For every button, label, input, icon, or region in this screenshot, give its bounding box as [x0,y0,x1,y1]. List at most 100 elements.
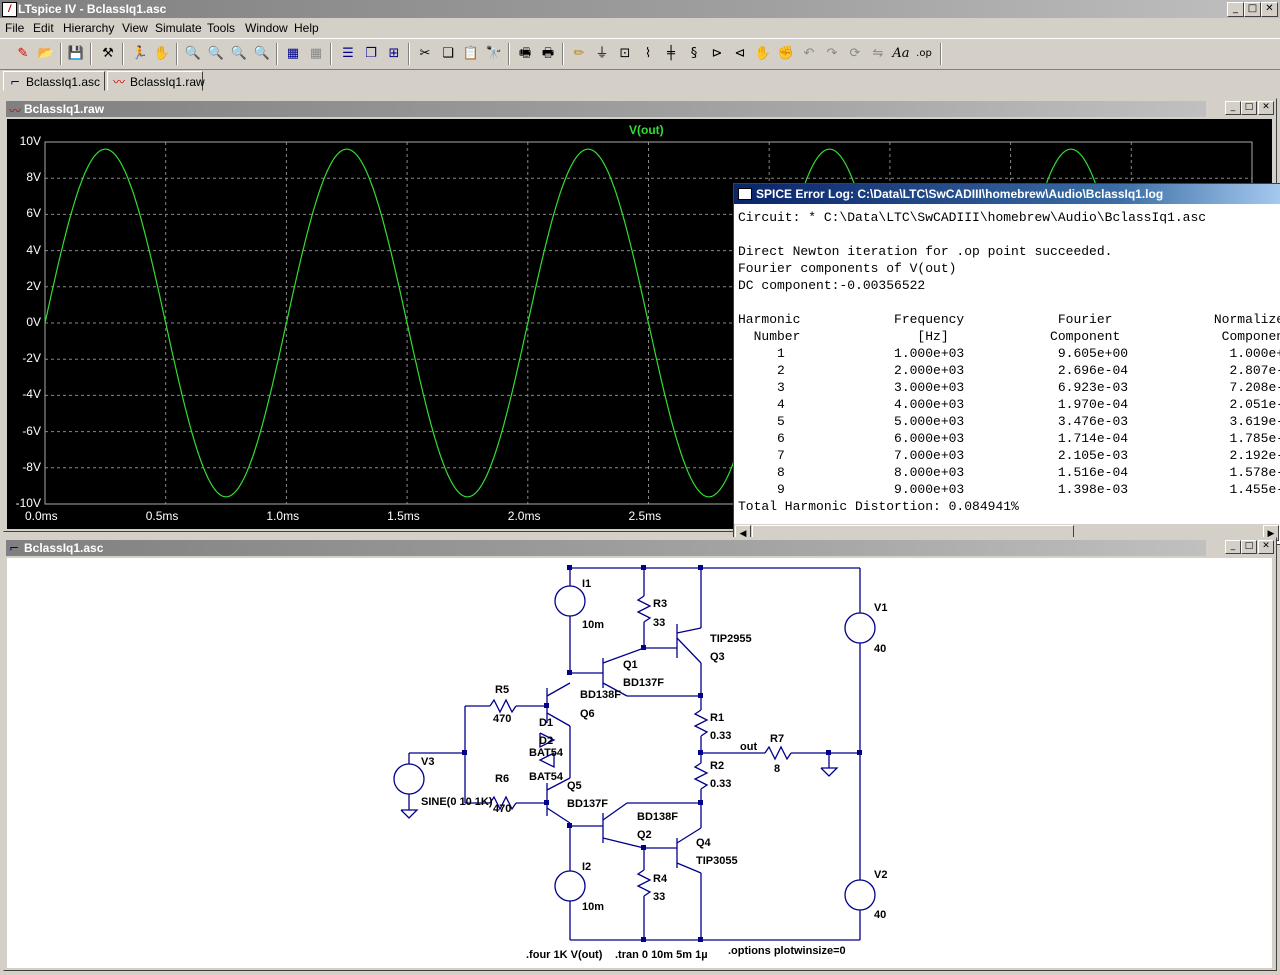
label-bd138f-1[interactable]: BD138F [580,689,621,701]
waveform-maximize-button[interactable]: □ [1241,101,1257,115]
directive-tran[interactable]: .tran 0 10m 5m 1µ [615,949,708,961]
menu-view[interactable]: View [122,21,148,35]
tile-icon[interactable]: ⊞ [388,46,400,61]
label-tip2955[interactable]: TIP2955 [710,633,752,645]
mirror-icon[interactable]: ⇋ [872,46,884,61]
value-r4[interactable]: 33 [653,891,666,903]
save-icon[interactable]: 💾 [67,46,85,61]
value-r1[interactable]: 0.33 [710,730,732,742]
log-window-title-bar[interactable]: SPICE Error Log: C:\Data\LTC\SwCADIII\ho… [734,184,1280,204]
menu-window[interactable]: Window [245,21,288,35]
close-button[interactable]: ✕ [1261,2,1278,17]
value-r7[interactable]: 8 [774,763,781,775]
label-bat54-2[interactable]: BAT54 [529,771,564,783]
net-label-out[interactable]: out [740,741,758,753]
open-icon[interactable]: 📂 [37,46,55,61]
directive-options[interactable]: .options plotwinsize=0 [728,945,846,957]
zoom-fit-icon[interactable]: 🔍 [253,46,271,61]
waveform-close-button[interactable]: ✕ [1258,101,1274,115]
value-v1[interactable]: 40 [874,643,887,655]
schematic-canvas[interactable]: I1 10m R3 33 TIP2955 Q3 Q1 BD137F BD138F… [7,558,1272,968]
minimize-button[interactable]: _ [1227,2,1244,17]
print-icon[interactable]: 🖶 [541,46,555,61]
value-i2[interactable]: 10m [582,901,605,913]
schematic-minimize-button[interactable]: _ [1225,540,1241,554]
cut-icon[interactable]: ✂ [419,46,431,61]
log-text[interactable]: Circuit: * C:\Data\LTC\SwCADIII\homebrew… [738,209,1280,515]
label-q6[interactable]: Q6 [580,708,595,720]
schematic-maximize-button[interactable]: □ [1241,540,1257,554]
value-i1[interactable]: 10m [582,619,605,631]
label-q1[interactable]: Q1 [623,659,638,671]
text-icon[interactable]: Aa [892,46,910,61]
paste-icon[interactable]: 📋 [462,46,480,61]
directive-four[interactable]: .four 1K V(out) [526,949,603,961]
label-tip3055[interactable]: TIP3055 [696,855,738,867]
cascade-icon[interactable]: ❐ [365,46,377,61]
halt-icon[interactable]: ✋ [153,46,171,61]
value-r5[interactable]: 470 [493,713,512,725]
menu-edit[interactable]: Edit [33,21,54,35]
print-preview-icon[interactable]: 🖷 [518,46,532,61]
value-r6[interactable]: 470 [493,803,512,815]
tile-horizontal-icon[interactable]: ☰ [342,46,354,61]
label-bd137f-2[interactable]: BD137F [567,798,608,810]
new-schematic-icon[interactable]: ✎ [17,46,29,61]
label-r2[interactable]: R2 [710,760,725,772]
copy-icon[interactable]: ❏ [442,46,454,61]
value-v2[interactable]: 40 [874,909,887,921]
label-bat54-1[interactable]: BAT54 [529,747,564,759]
ground-icon[interactable]: ⏚ [595,46,609,61]
control-panel-icon[interactable]: ⚒ [102,46,114,61]
move-icon[interactable]: ✋ [754,46,772,61]
label-v3[interactable]: V3 [421,756,435,768]
schematic-drawing[interactable] [7,558,1272,968]
menu-tools[interactable]: Tools [207,21,236,35]
inductor-icon[interactable]: § [690,46,698,61]
label-q5[interactable]: Q5 [567,780,582,792]
run-icon[interactable]: 🏃 [131,46,149,61]
drag-icon[interactable]: ✊ [777,46,795,61]
capacitor-icon[interactable]: ╪ [667,46,675,61]
label-icon[interactable]: ⊡ [619,46,631,61]
menu-hierarchy[interactable]: Hierarchy [63,21,115,35]
schematic-close-button[interactable]: ✕ [1258,540,1274,554]
label-r5[interactable]: R5 [495,684,510,696]
label-d1[interactable]: D1 [539,717,554,729]
trace-label[interactable]: V(out) [629,123,664,137]
waveform-window-title-bar[interactable]: 〰 BclassIq1.raw [6,101,1206,118]
wire-icon[interactable]: ✏ [573,46,585,61]
resistor-icon[interactable]: ⌇ [644,46,652,61]
menu-file[interactable]: File [5,21,25,35]
zoom-out-icon[interactable]: 🔍 [230,46,248,61]
label-q4[interactable]: Q4 [696,837,711,849]
zoom-pan-icon[interactable]: 🔍 [207,46,225,61]
maximize-button[interactable]: □ [1244,2,1261,17]
autorange-icon[interactable]: ▦ [286,46,300,61]
diode-icon[interactable]: ⊳ [711,46,723,61]
label-bd138f-2[interactable]: BD138F [637,811,678,823]
zoom-full-icon[interactable]: ▦ [309,46,323,61]
spice-directive-icon[interactable]: .op [916,48,932,59]
redo-icon[interactable]: ↷ [826,46,838,61]
label-r1[interactable]: R1 [710,712,725,724]
value-r3[interactable]: 33 [653,617,666,629]
zoom-in-icon[interactable]: 🔍 [184,46,202,61]
label-v2[interactable]: V2 [874,869,888,881]
tab-schematic[interactable]: ⌐ BclassIq1.asc [3,71,105,91]
waveform-minimize-button[interactable]: _ [1225,101,1241,115]
menu-simulate[interactable]: Simulate [155,21,202,35]
menu-help[interactable]: Help [294,21,319,35]
schematic-window-title-bar[interactable]: ⌐ BclassIq1.asc [6,540,1206,556]
label-d2[interactable]: D2 [539,735,554,747]
label-bd137f-1[interactable]: BD137F [623,677,664,689]
label-r7[interactable]: R7 [770,733,785,745]
tab-waveform[interactable]: 〰 BclassIq1.raw [107,71,205,91]
label-q3[interactable]: Q3 [710,651,725,663]
value-v3[interactable]: SINE(0 10 1K) [421,796,493,808]
label-r6[interactable]: R6 [495,773,510,785]
find-icon[interactable]: 🔭 [485,46,503,61]
value-r2[interactable]: 0.33 [710,778,732,790]
undo-icon[interactable]: ↶ [803,46,815,61]
label-i1[interactable]: I1 [582,578,592,590]
